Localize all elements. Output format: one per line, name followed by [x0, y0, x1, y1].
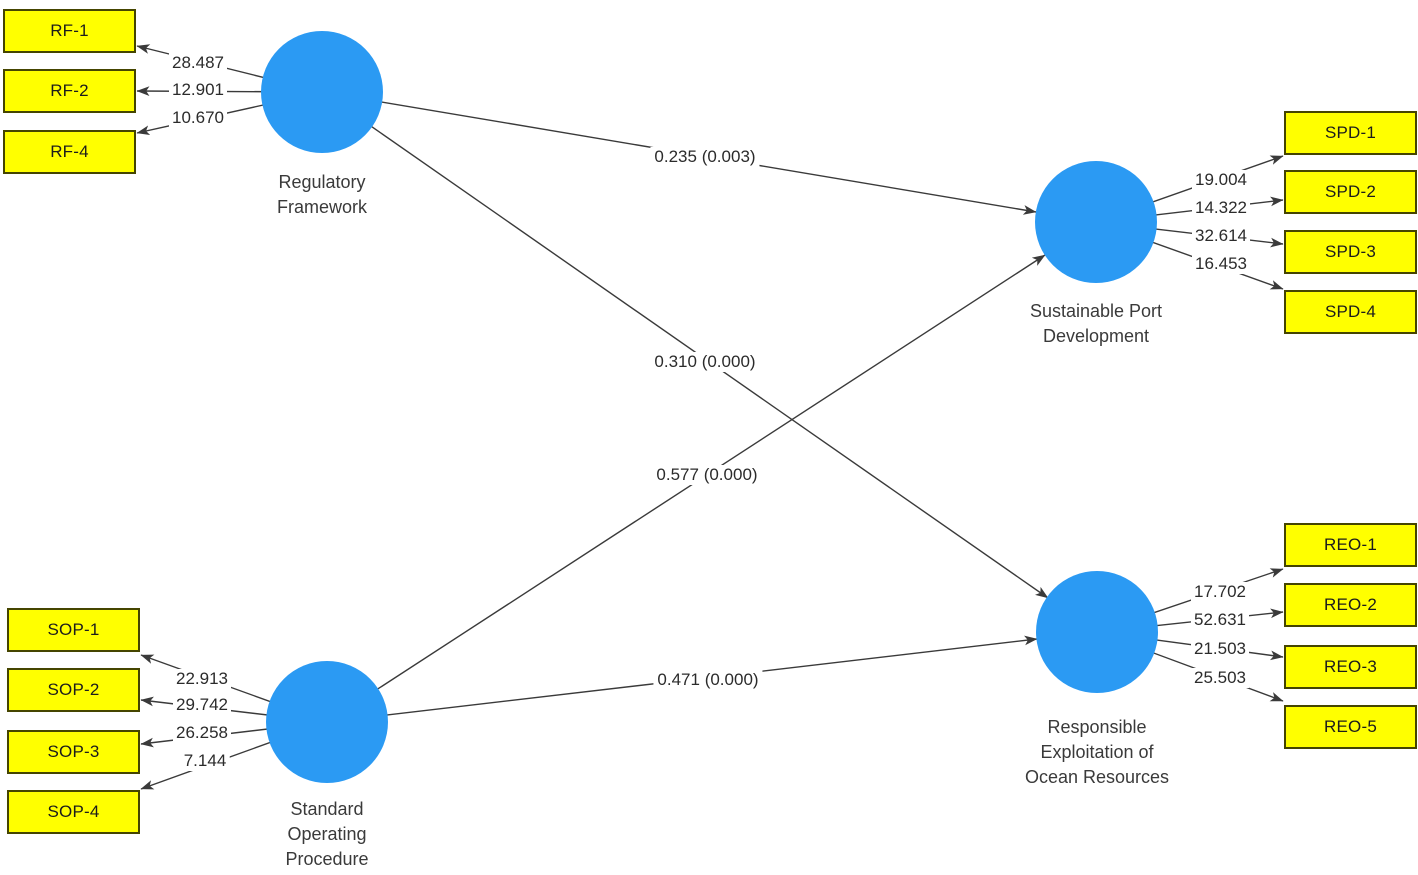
construct-label-line: Sustainable Port	[1029, 301, 1163, 321]
loading-label-sop-2: 29.742	[173, 695, 231, 715]
edge-rf-to-reo	[321, 91, 1049, 599]
indicator-box-reo-5: REO-5	[1284, 705, 1417, 749]
construct-label-responsible-exploitation: Responsible Exploitation of Ocean Resour…	[987, 715, 1207, 790]
construct-label-sustainable-port-development: Sustainable Port Development	[986, 299, 1206, 349]
loading-label-reo-1: 17.702	[1191, 582, 1249, 602]
indicator-label: RF-4	[50, 142, 89, 161]
indicator-box-reo-3: REO-3	[1284, 645, 1417, 689]
indicator-label: SPD-1	[1324, 123, 1377, 142]
construct-node-standard-operating-procedure	[266, 661, 388, 783]
construct-node-responsible-exploitation	[1036, 571, 1158, 693]
indicator-label: SOP-4	[47, 802, 100, 821]
indicator-label: SOP-3	[47, 742, 100, 761]
construct-label-line: Standard	[290, 799, 364, 819]
loading-label-sop-4: 7.144	[180, 751, 230, 771]
indicator-box-rf-4: RF-4	[3, 130, 136, 174]
path-coefficient-rf-reo: 0.310 (0.000)	[650, 352, 760, 372]
indicator-box-sop-3: SOP-3	[7, 730, 140, 774]
loading-label-spd-4: 16.453	[1192, 254, 1250, 274]
loading-label-spd-3: 32.614	[1192, 226, 1250, 246]
construct-label-line: Responsible	[1047, 717, 1147, 737]
indicator-box-spd-2: SPD-2	[1284, 170, 1417, 214]
indicator-box-spd-4: SPD-4	[1284, 290, 1417, 334]
construct-label-line: Regulatory	[278, 172, 366, 192]
loading-label-reo-5: 25.503	[1191, 668, 1249, 688]
construct-label-line: Ocean Resources	[1024, 767, 1170, 787]
indicator-box-rf-1: RF-1	[3, 9, 136, 53]
indicator-box-sop-4: SOP-4	[7, 790, 140, 834]
loading-label-rf-2: 12.901	[169, 80, 227, 100]
construct-label-line: Procedure	[285, 849, 369, 869]
loading-label-rf-4: 10.670	[169, 108, 227, 128]
loading-label-spd-1: 19.004	[1192, 170, 1250, 190]
path-coefficient-sop-reo: 0.471 (0.000)	[653, 670, 763, 690]
indicator-label: RF-2	[50, 81, 89, 100]
indicator-label: REO-5	[1324, 717, 1377, 736]
construct-label-regulatory-framework: Regulatory Framework	[212, 170, 432, 220]
indicator-box-reo-1: REO-1	[1284, 523, 1417, 567]
loading-label-reo-3: 21.503	[1191, 639, 1249, 659]
loading-label-sop-1: 22.913	[173, 669, 231, 689]
indicator-box-spd-1: SPD-1	[1284, 111, 1417, 155]
edge-sop-to-spd	[326, 254, 1046, 723]
indicator-label: REO-1	[1324, 535, 1377, 554]
indicator-label: SOP-2	[47, 680, 100, 699]
indicator-label: REO-3	[1324, 657, 1377, 676]
construct-label-line: Framework	[276, 197, 367, 217]
indicator-label: REO-2	[1324, 595, 1377, 614]
indicator-label: SPD-2	[1324, 182, 1377, 201]
indicator-box-spd-3: SPD-3	[1284, 230, 1417, 274]
indicator-label: SPD-3	[1324, 242, 1377, 261]
path-coefficient-sop-spd: 0.577 (0.000)	[652, 465, 762, 485]
indicator-label: RF-1	[50, 21, 89, 40]
indicator-box-reo-2: REO-2	[1284, 583, 1417, 627]
indicator-box-rf-2: RF-2	[3, 69, 136, 113]
construct-label-line: Exploitation of	[1040, 742, 1154, 762]
loading-label-spd-2: 14.322	[1192, 198, 1250, 218]
indicator-label: SOP-1	[47, 620, 100, 639]
indicator-label: SPD-4	[1324, 302, 1377, 321]
path-coefficient-rf-spd: 0.235 (0.003)	[650, 147, 760, 167]
construct-label-line: Operating	[287, 824, 367, 844]
construct-node-sustainable-port-development	[1035, 161, 1157, 283]
construct-label-line: Development	[1042, 326, 1150, 346]
loading-label-rf-1: 28.487	[169, 53, 227, 73]
indicator-box-sop-2: SOP-2	[7, 668, 140, 712]
construct-node-regulatory-framework	[261, 31, 383, 153]
construct-label-standard-operating-procedure: Standard Operating Procedure	[217, 797, 437, 872]
indicator-box-sop-1: SOP-1	[7, 608, 140, 652]
loading-label-reo-2: 52.631	[1191, 610, 1249, 630]
loading-label-sop-3: 26.258	[173, 723, 231, 743]
